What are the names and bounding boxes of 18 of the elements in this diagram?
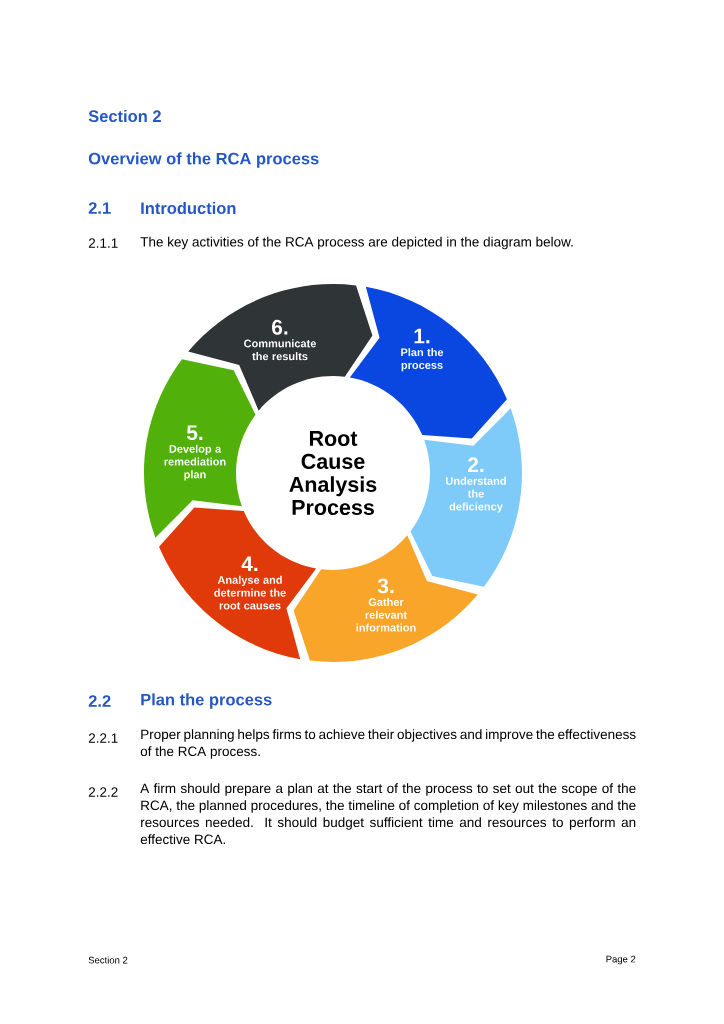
section-heading: 2.1 bbox=[88, 202, 111, 214]
section-heading: Overview of the RCA process bbox=[88, 152, 319, 168]
section-heading: 2.2 bbox=[88, 695, 111, 707]
paragraph-text: 2.1.1 bbox=[88, 238, 118, 248]
section-heading: Section 2 bbox=[88, 109, 161, 123]
section-heading: Plan the process bbox=[141, 693, 272, 709]
ring-segment: 5. Develop a remediation plan bbox=[144, 359, 256, 538]
paragraph-text: 2.2.1 bbox=[88, 733, 118, 743]
paragraph-text: The key activities of the RCA process are depicted in the diagram below. bbox=[140, 236, 573, 250]
paragraph-text: Proper planning helps firms to achieve their objectives and improve the effectiveness of the RCA process. bbox=[140, 729, 636, 759]
footer-text: Section 2 bbox=[88, 956, 128, 964]
section-heading: Introduction bbox=[141, 201, 236, 215]
ring-segment: 3. Gather relevant information bbox=[293, 535, 478, 662]
ring-segment: 6. Communicate the results bbox=[188, 284, 373, 411]
page-number: Page 2 bbox=[606, 955, 636, 965]
paragraph-text: A firm should prepare a plan at the start of the process to set out the scope of the RCA, the planned procedures, the timeline of completion of key milestones and the resources needed. It should budget sufficient time and resources to perform an effective RCA. bbox=[140, 783, 636, 845]
ring-segment: 2. Understand the deficiency bbox=[410, 408, 522, 587]
paragraph-text: 2.2.2 bbox=[88, 787, 118, 797]
